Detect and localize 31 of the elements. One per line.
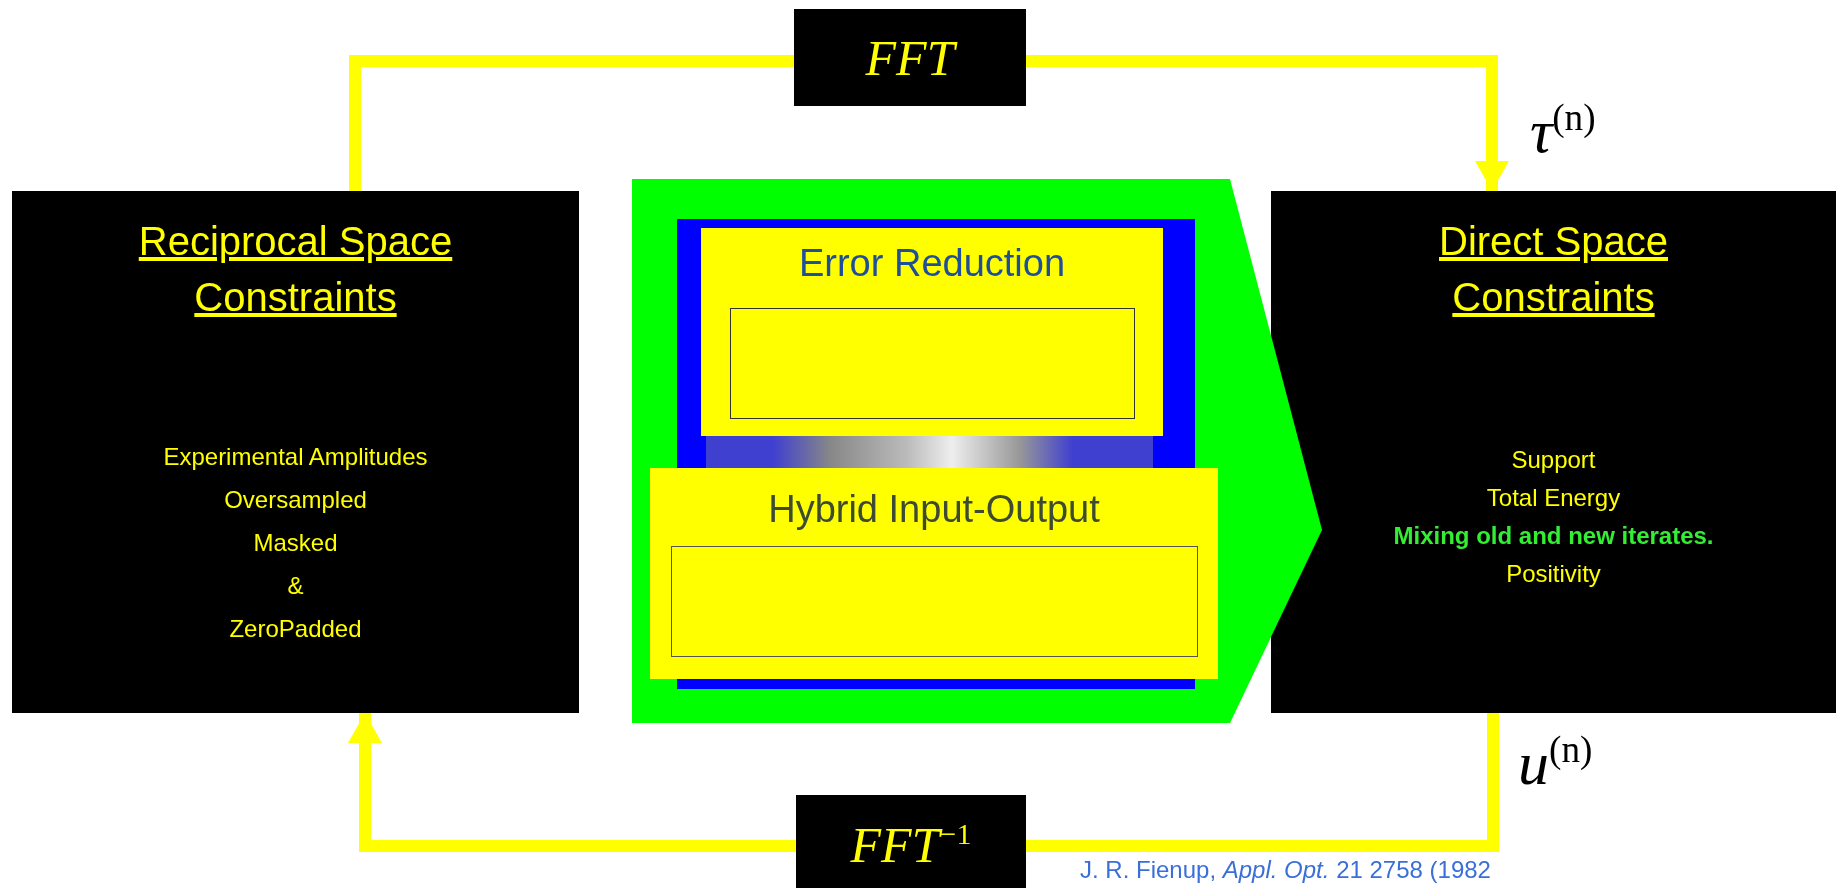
constraint-heading: Direct Space Constraints — [1438, 218, 1669, 321]
variable-label: τ$^{(n)}$ — [1530, 96, 1596, 167]
constraint-heading: Reciprocal Space Constraints — [137, 218, 454, 321]
algorithm-title: Error Reduction — [797, 242, 1067, 285]
constraint-item: Mixing old and new iterates. — [1392, 521, 1715, 551]
citation-text: J. R. Fienup, Appl. Opt. 21 2758 (1982 — [1080, 856, 1491, 884]
constraint-item: Total Energy — [1485, 483, 1622, 513]
algorithm-title: Hybrid Input-Output — [767, 488, 1101, 531]
connector-line — [1026, 713, 1499, 852]
arrow — [348, 713, 796, 852]
constraint-box — [12, 191, 579, 713]
constraint-item: Masked — [252, 528, 339, 558]
constraint-item: ZeroPadded — [228, 614, 363, 644]
constraint-item: Support — [1510, 445, 1597, 475]
variable-label: u$^{(n)}$ — [1518, 728, 1593, 799]
algorithm-box — [650, 468, 1218, 679]
empty-box — [671, 546, 1198, 657]
operator-box — [796, 795, 1026, 888]
algorithm-box — [701, 228, 1163, 436]
operator-box — [794, 9, 1026, 106]
arrow — [1026, 55, 1509, 191]
constraint-item: Experimental Amplitudes — [162, 442, 429, 472]
gradient-band — [706, 436, 1153, 468]
connector-line — [349, 55, 794, 191]
constraint-item: & — [286, 571, 305, 601]
empty-box — [730, 308, 1135, 419]
operator-label: FFT$^{−1}$ — [850, 816, 972, 874]
constraint-box — [1271, 191, 1836, 713]
arrow-shape — [632, 179, 1322, 723]
constraint-item: Positivity — [1505, 559, 1602, 589]
constraint-item: Oversampled — [223, 485, 368, 515]
